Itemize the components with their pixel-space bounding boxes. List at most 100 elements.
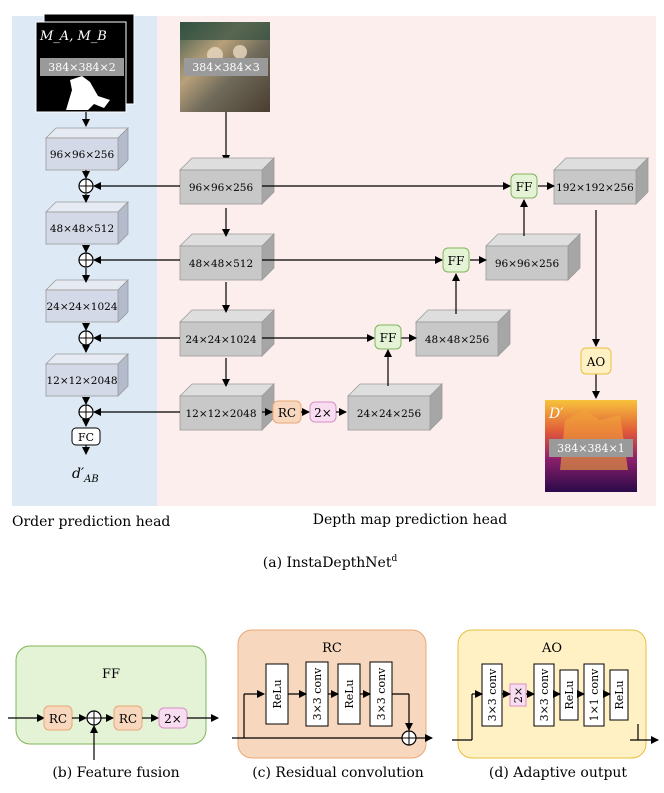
decoder-blocks: 24×24×256 48×48×256 96×96×256 192×192×256 <box>347 157 649 431</box>
order-block-2: 48×48×512 <box>45 201 129 245</box>
ao-op-1: 3×3 conv <box>481 663 503 727</box>
rc-sum-node <box>401 730 417 746</box>
ao-op-6: ReLu <box>609 669 629 721</box>
panel-c: RC ReLu 3×3 conv ReLu 3×3 conv (c) Residual… <box>232 629 433 781</box>
panel-d-caption: (d) Adaptive output <box>489 765 628 781</box>
ff-node-3: FF <box>510 173 538 199</box>
ao-node: AO <box>580 347 612 375</box>
ff-container <box>15 645 207 745</box>
order-block-4: 12×12×2048 <box>45 353 129 397</box>
encoder-block-3-label: 24×24×1024 <box>185 334 256 346</box>
sum-node-4 <box>78 404 94 420</box>
ff-node-1-label: FF <box>380 331 397 345</box>
rc-connections <box>232 690 433 742</box>
sum-node-3 <box>78 330 94 346</box>
ff-upsample-label: 2× <box>164 712 182 726</box>
mask-label: M_A, M_B <box>39 29 107 44</box>
rc-title: RC <box>322 641 342 656</box>
decoder-block-1-label: 24×24×256 <box>357 408 422 420</box>
depth-head-label: Depth map prediction head <box>313 512 507 528</box>
order-block-3: 24×24×1024 <box>45 279 129 323</box>
encoder-blocks: 96×96×256 48×48×512 24×24×1024 12×12×2048 <box>179 157 275 431</box>
output-size: 384×384×1 <box>557 442 624 455</box>
rc-op-2-label: 3×3 conv <box>311 667 324 721</box>
ao-op-1-label: 3×3 conv <box>486 668 499 722</box>
rc-op-2: 3×3 conv <box>305 661 329 727</box>
image-size: 384×384×3 <box>192 61 259 74</box>
ff-rc-2-label: RC <box>119 712 137 726</box>
decoder-block-1: 24×24×256 <box>347 383 443 431</box>
order-head-label: Order prediction head <box>12 514 170 530</box>
image-size-box <box>184 58 268 76</box>
sum-nodes <box>78 178 94 420</box>
ao-connections <box>452 690 659 744</box>
output-size-box <box>549 439 633 457</box>
order-block-1: 96×96×256 <box>45 127 129 171</box>
rc-label: RC <box>278 406 296 420</box>
ff-node-1: FF <box>374 324 402 350</box>
mask-size: 384×384×2 <box>48 61 115 74</box>
ff-sum-node <box>86 710 102 726</box>
order-block-3-label: 24×24×1024 <box>46 301 117 313</box>
ff-node-3-label: FF <box>516 180 533 194</box>
ao-op-3: 3×3 conv <box>533 663 555 727</box>
ao-op-3-label: 3×3 conv <box>538 668 551 722</box>
decoder-block-2-label: 48×48×256 <box>425 334 490 346</box>
panel-c-caption: (c) Residual convolution <box>252 765 424 781</box>
encoder-block-4: 12×12×2048 <box>179 383 275 431</box>
ao-label: AO <box>586 355 606 369</box>
ao-op-2-label: 2× <box>512 687 525 703</box>
skip-connections <box>93 182 511 416</box>
mask-size-box <box>40 58 124 76</box>
encoder-block-1-label: 96×96×256 <box>189 182 254 194</box>
decoder-block-3: 96×96×256 <box>485 233 581 281</box>
rc-op-4-label: 3×3 conv <box>375 667 388 721</box>
rc-op-1: ReLu <box>265 663 289 725</box>
order-block-2-label: 48×48×512 <box>50 223 114 235</box>
sum-node-1 <box>78 178 94 194</box>
encoder-block-2-label: 48×48×512 <box>189 258 253 270</box>
rc-op-3-label: ReLu <box>343 679 356 708</box>
upsample-label: 2× <box>314 406 332 420</box>
ao-op-5-label: 1×1 conv <box>588 668 601 722</box>
fc-label: FC <box>78 431 94 444</box>
panel-a-caption: (a) InstaDepthNetd <box>263 554 398 571</box>
order-block-1-label: 96×96×256 <box>50 149 115 161</box>
mask-silhouette <box>66 76 110 110</box>
ao-op-6-label: ReLu <box>613 680 626 709</box>
mask-input: 384×384×2 M_A, M_B <box>35 13 135 113</box>
ao-operations: 3×3 conv 2× 3×3 conv ReLu 1×1 conv ReLu <box>481 663 629 727</box>
panel-b: FF RC RC 2× (b) Feature fusion <box>8 645 219 781</box>
rc-operations: ReLu 3×3 conv ReLu 3×3 conv <box>265 661 393 727</box>
order-head-blocks: 96×96×256 48×48×512 24×24×1024 12×12×2048 <box>45 127 129 397</box>
encoder-block-3: 24×24×1024 <box>179 309 275 357</box>
ff-rc-1-label: RC <box>49 712 67 726</box>
decoder-block-2: 48×48×256 <box>415 309 511 357</box>
decoder-block-4: 192×192×256 <box>553 157 649 205</box>
ff-title: FF <box>102 667 120 682</box>
ao-title: AO <box>541 641 562 656</box>
panel-d: AO 3×3 conv 2× 3×3 conv ReLu 1×1 conv ReLu (d… <box>452 629 659 781</box>
rc-op-1-label: ReLu <box>271 679 284 708</box>
encoder-block-4-label: 12×12×2048 <box>185 408 256 420</box>
ao-op-5: 1×1 conv <box>583 663 605 727</box>
output-label: D′ <box>548 406 564 422</box>
ff-node-2-label: FF <box>448 254 465 268</box>
encoder-block-1: 96×96×256 <box>179 157 275 205</box>
decoder-block-3-label: 96×96×256 <box>495 258 560 270</box>
fc-box <box>71 427 101 446</box>
ao-op-2: 2× <box>509 683 527 707</box>
encoder-block-2: 48×48×512 <box>179 233 275 281</box>
image-input: 384×384×3 <box>180 22 270 112</box>
ff-node-2: FF <box>442 247 470 273</box>
ao-op-4: ReLu <box>559 669 579 721</box>
panel-b-caption: (b) Feature fusion <box>52 765 179 781</box>
rc-op-3: ReLu <box>337 663 361 725</box>
decoder-block-4-label: 192×192×256 <box>556 182 634 194</box>
decoder-connections <box>384 182 600 399</box>
sum-node-2 <box>78 252 94 268</box>
panel-a: 384×384×2 M_A, M_B 384×384×3 96×96×256 48… <box>12 13 656 571</box>
rc-op-4: 3×3 conv <box>369 661 393 727</box>
depth-output: 384×384×1 D′ <box>545 400 637 492</box>
